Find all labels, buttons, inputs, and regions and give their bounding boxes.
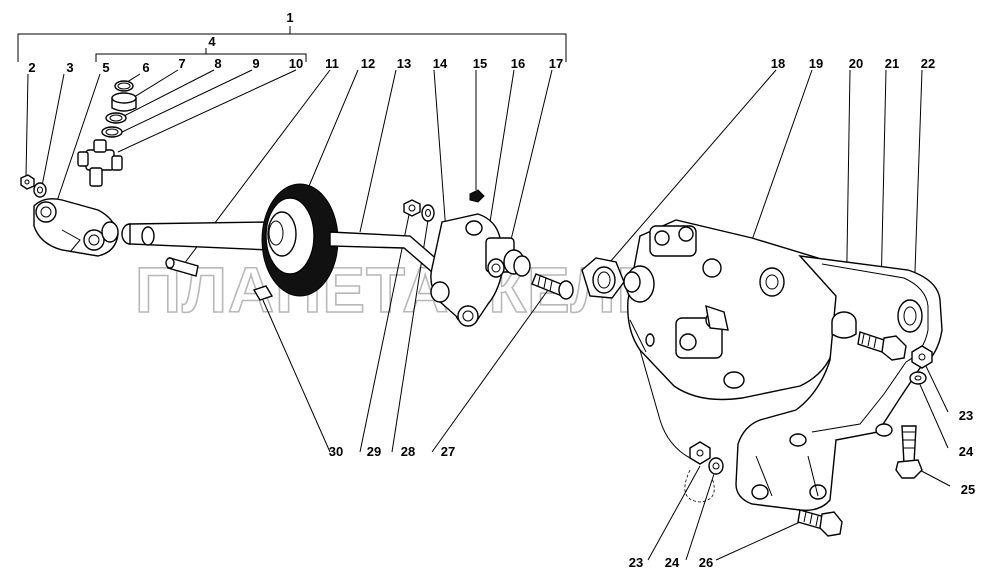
callout-7: 7 [178, 56, 185, 71]
leader-lines [25, 69, 951, 561]
callout-9: 9 [252, 56, 259, 71]
callout-29: 29 [367, 444, 381, 459]
part-bracket-22 [735, 255, 943, 511]
callout-24-right: 24 [959, 444, 974, 459]
callout-28: 28 [401, 444, 415, 459]
callout-30: 30 [329, 444, 343, 459]
part-nut-23-right [911, 345, 933, 369]
callout-21: 21 [885, 56, 899, 71]
part-bolt-25 [895, 425, 923, 479]
callout-3: 3 [66, 60, 73, 75]
callout-10: 10 [289, 56, 303, 71]
callout-23-bottom: 23 [629, 555, 643, 570]
callout-6: 6 [142, 60, 149, 75]
callout-4: 4 [208, 34, 216, 49]
part-ring-9 [101, 126, 123, 138]
part-yoke-5 [33, 198, 119, 257]
part-shaft-12 [121, 221, 271, 251]
part-pin-11 [165, 257, 199, 277]
part-nut-2 [20, 174, 35, 190]
part-cross-10 [77, 139, 123, 187]
callout-13: 13 [397, 56, 411, 71]
part-washer-3 [33, 182, 47, 198]
part-bearing-cap-7 [111, 92, 137, 112]
callout-17: 17 [549, 56, 563, 71]
callout-19: 19 [809, 56, 823, 71]
callout-15: 15 [473, 56, 487, 71]
callout-labels: 1 2 3 4 5 6 7 8 9 10 11 12 13 14 15 16 1… [28, 10, 975, 570]
callout-27: 27 [441, 444, 455, 459]
callout-11: 11 [325, 56, 339, 71]
part-plug-20 [831, 311, 857, 339]
callout-20: 20 [849, 56, 863, 71]
group-bracket-1 [17, 26, 567, 62]
part-nut-18 [581, 257, 625, 299]
callout-26: 26 [699, 555, 713, 570]
part-nut-23-bottom [689, 441, 711, 465]
part-nut-29 [403, 199, 421, 217]
part-grease-fitting-15 [469, 189, 485, 203]
callout-14: 14 [433, 56, 448, 71]
callout-24-bottom: 24 [665, 555, 680, 570]
part-yoke-17 [503, 249, 531, 277]
part-bolt-27 [531, 273, 574, 300]
callout-5: 5 [102, 60, 109, 75]
part-ring-6 [114, 80, 134, 92]
callout-2: 2 [28, 60, 35, 75]
part-boot-seal [261, 183, 339, 297]
callout-25: 25 [961, 482, 975, 497]
callout-18: 18 [771, 56, 785, 71]
part-bolt-26 [797, 509, 843, 537]
callout-23-right: 23 [959, 408, 973, 423]
part-washer-24-bottom [708, 457, 724, 475]
callout-1: 1 [286, 10, 293, 25]
part-key-30 [252, 285, 274, 301]
part-gear-housing-19 [623, 219, 841, 459]
callout-16: 16 [511, 56, 525, 71]
callout-12: 12 [361, 56, 375, 71]
callout-8: 8 [214, 56, 221, 71]
callout-22: 22 [921, 56, 935, 71]
part-washer-28 [421, 204, 435, 222]
part-seal-8 [105, 112, 127, 124]
part-dashed-link [684, 469, 715, 503]
part-bolt-21 [857, 331, 907, 361]
group-bracket-4 [95, 48, 307, 62]
part-washer-24-right [909, 371, 927, 385]
